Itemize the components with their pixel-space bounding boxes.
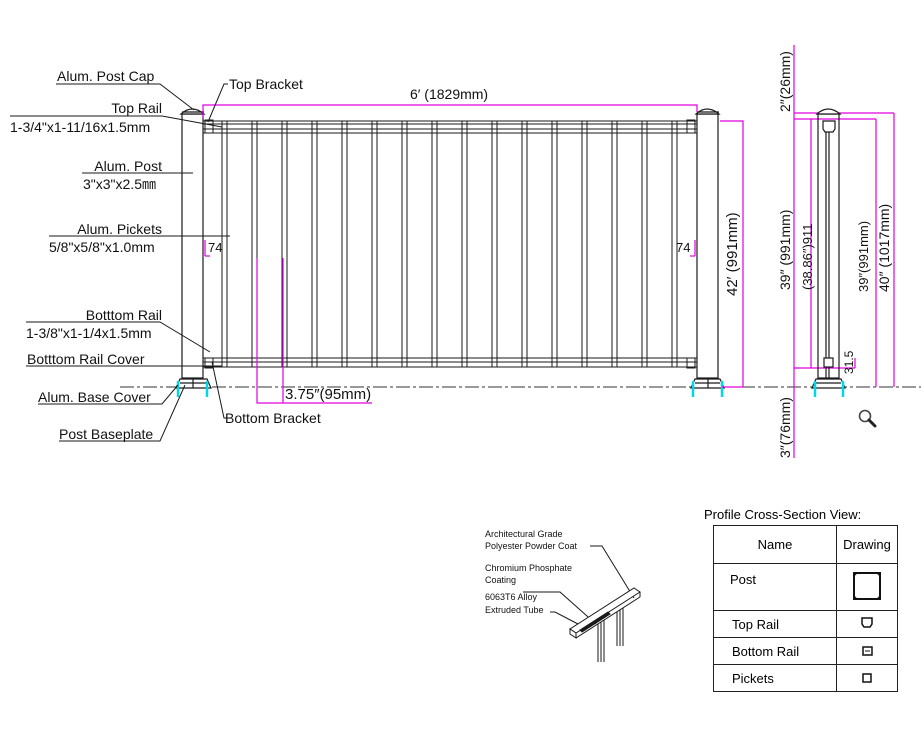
side-cap-height-dimension: 2″(26mm) [777, 51, 793, 112]
alloy-label-line2: Extruded Tube [485, 605, 544, 615]
drawing-header: Drawing [836, 525, 898, 564]
magnifier-icon[interactable] [857, 408, 877, 428]
left-gap-dimension: 74 [208, 240, 223, 255]
table-row: Post [713, 563, 898, 611]
picket [491, 120, 498, 368]
picket [311, 120, 318, 368]
bottom-bracket-label: Bottom Bracket [225, 410, 321, 426]
picket [251, 120, 258, 368]
right-gap-dimension: 74 [676, 240, 691, 255]
table-row: Top Rail [713, 610, 898, 638]
panel-width-dimension: 6′ (1829mm) [410, 86, 489, 102]
top-rail-drawing-cell [836, 610, 898, 638]
phosphate-label-line1: Chromium Phosphate [485, 563, 573, 573]
alloy-label-line1: 6063T6 Alloy [485, 592, 538, 602]
side-picket-height-dimension: (38.86″)911 [800, 223, 815, 290]
picket [671, 120, 678, 368]
left-post [175, 108, 212, 389]
phosphate-label-line2: Coating [485, 575, 517, 585]
top-rail-name: Top Rail [713, 610, 837, 638]
bottom-rail-drawing-cell [836, 637, 898, 665]
pickets [221, 120, 678, 368]
bottom-rail [203, 357, 697, 369]
top-rail-size: 1-3/4"x1-11/16x1.5mm [10, 119, 151, 135]
post-name: Post [713, 563, 837, 611]
picket [521, 120, 528, 368]
picket [341, 120, 348, 368]
bottom-rail-profile-icon [861, 645, 873, 656]
side-anchor-bolts [813, 381, 845, 397]
side-view-post [811, 108, 846, 389]
name-header: Name [713, 525, 837, 564]
top-rail-profile-icon [861, 616, 873, 628]
top-bracket-label: Top Bracket [229, 76, 303, 92]
side-inner-height-dimension: 39″(991mm) [856, 220, 871, 292]
post-cap-label: Alum. Post Cap [57, 68, 155, 84]
cross-section-table: Name Drawing Post Top Rail Bottom Rail P… [713, 525, 898, 692]
table-header-row: Name Drawing [713, 525, 898, 564]
post-drawing-cell [836, 563, 898, 611]
post-size: 3"x3"x2.5㎜ [83, 176, 156, 192]
coated-rail-sketch [569, 587, 641, 662]
picket-profile-icon [862, 672, 872, 683]
pickets-size: 5/8"x5/8"x1.0mm [49, 239, 155, 255]
side-ground-depth-dimension: 3″(76mm) [777, 397, 793, 458]
picket [281, 120, 288, 368]
bottom-rail-cover-label: Botttom Rail Cover [27, 351, 145, 367]
picket [611, 120, 618, 368]
picket [431, 120, 438, 368]
picket [641, 120, 648, 368]
table-row: Pickets [713, 664, 898, 692]
bottom-rail-label: Botttom Rail [85, 307, 162, 323]
cross-section-title: Profile Cross-Section View: [704, 507, 862, 522]
picket [581, 120, 588, 368]
bottom-rail-size: 1-3/8"x1-1/4x1.5mm [26, 325, 152, 341]
picket [461, 120, 468, 368]
pickets-drawing-cell [836, 664, 898, 692]
post-label: Alum. Post [94, 158, 162, 174]
leader-lines [10, 83, 635, 625]
dimension-lines [202, 45, 895, 458]
picket [221, 120, 228, 368]
picket [401, 120, 408, 368]
picket [551, 120, 558, 368]
bottom-rail-name: Bottom Rail [713, 637, 837, 665]
side-rail-height-dimension: 39″ (991mm) [777, 209, 793, 290]
top-rail-label: Top Rail [111, 100, 162, 116]
total-height-dimension: 42′ (991mm) [724, 212, 741, 296]
post-profile-icon [853, 571, 881, 600]
pickets-label: Alum. Pickets [77, 221, 162, 237]
powder-coat-label-line2: Polyester Powder Coat [485, 541, 578, 551]
left-anchor-bolts [176, 381, 209, 397]
side-bottom-gap-dimension: 31.5 [842, 350, 856, 374]
post-baseplate-label: Post Baseplate [59, 426, 154, 442]
powder-coat-label-line1: Architectural Grade [485, 529, 563, 539]
right-post [690, 108, 725, 389]
side-post-height-dimension: 40″ (1017mm) [876, 203, 892, 292]
top-rail [203, 119, 697, 134]
base-cover-label: Alum. Base Cover [38, 389, 151, 405]
table-row: Bottom Rail [713, 637, 898, 665]
picket-spacing-dimension: 3.75″(95mm) [285, 386, 372, 403]
picket [371, 120, 378, 368]
pickets-name: Pickets [713, 664, 837, 692]
right-anchor-bolts [691, 381, 724, 397]
